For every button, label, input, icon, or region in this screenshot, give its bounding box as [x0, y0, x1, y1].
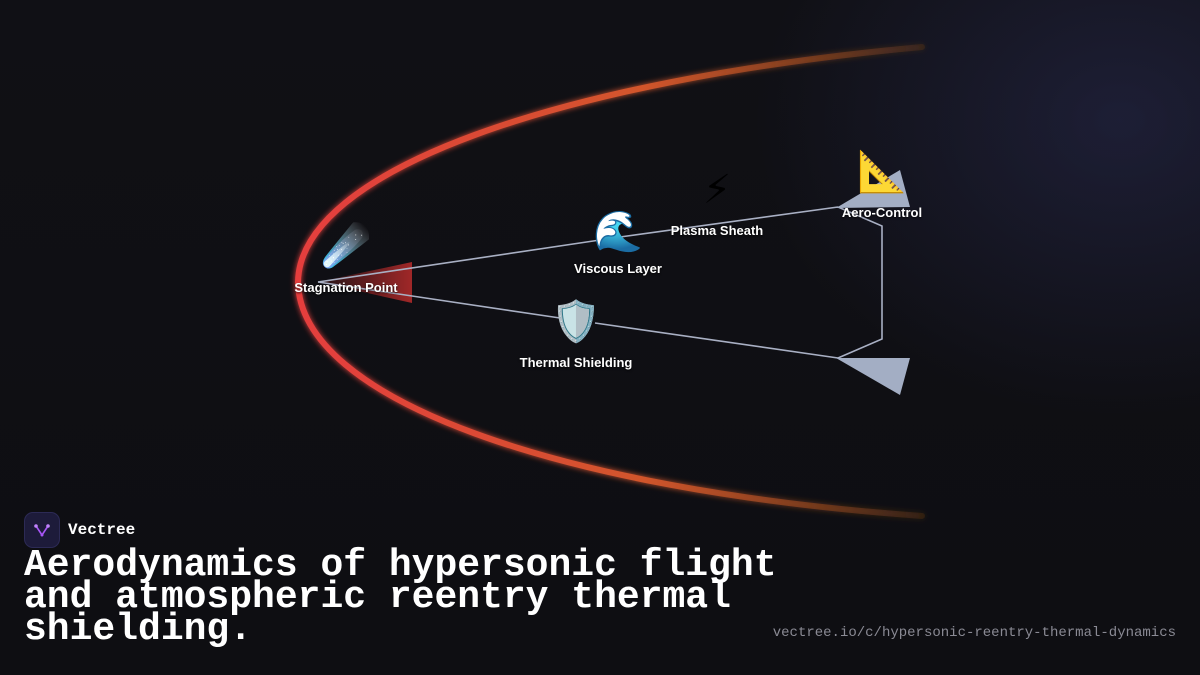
edge-viscous-plasma [619, 206, 839, 238]
edges [317, 206, 883, 359]
triangle-ruler-icon: 📐 [857, 149, 907, 195]
brand-name: Vectree [68, 521, 136, 539]
node-label-plasma: Plasma Sheath [670, 223, 764, 238]
lower-fin-triangle [836, 358, 910, 395]
edge-stagnation-thermal [317, 281, 561, 319]
v-branch-icon [24, 512, 60, 548]
lightning-icon: ⚡ [702, 167, 732, 213]
bow-shock-arc [294, 44, 925, 519]
upper-fin-triangle [836, 170, 910, 208]
node-label-thermal: Thermal Shielding [519, 355, 633, 370]
page-title: Aerodynamics of hypersonic flight and at… [24, 544, 777, 651]
edge-thermal-lower [594, 322, 839, 359]
shield-icon: 🛡️ [551, 299, 601, 345]
node-label-viscous: Viscous Layer [574, 261, 662, 276]
wave-icon: 🌊 [593, 209, 643, 255]
source-url[interactable]: vectree.io/c/hypersonic-reentry-thermal-… [772, 625, 1176, 641]
node-label-aero: Aero-Control [841, 205, 923, 220]
brand: Vectree [24, 512, 135, 548]
node-label-stagnation: Stagnation Point [294, 280, 398, 295]
edge-stagnation-viscous [317, 239, 601, 283]
edge-aero-bracket [837, 206, 883, 359]
comet-icon: ☄️ [321, 223, 371, 269]
